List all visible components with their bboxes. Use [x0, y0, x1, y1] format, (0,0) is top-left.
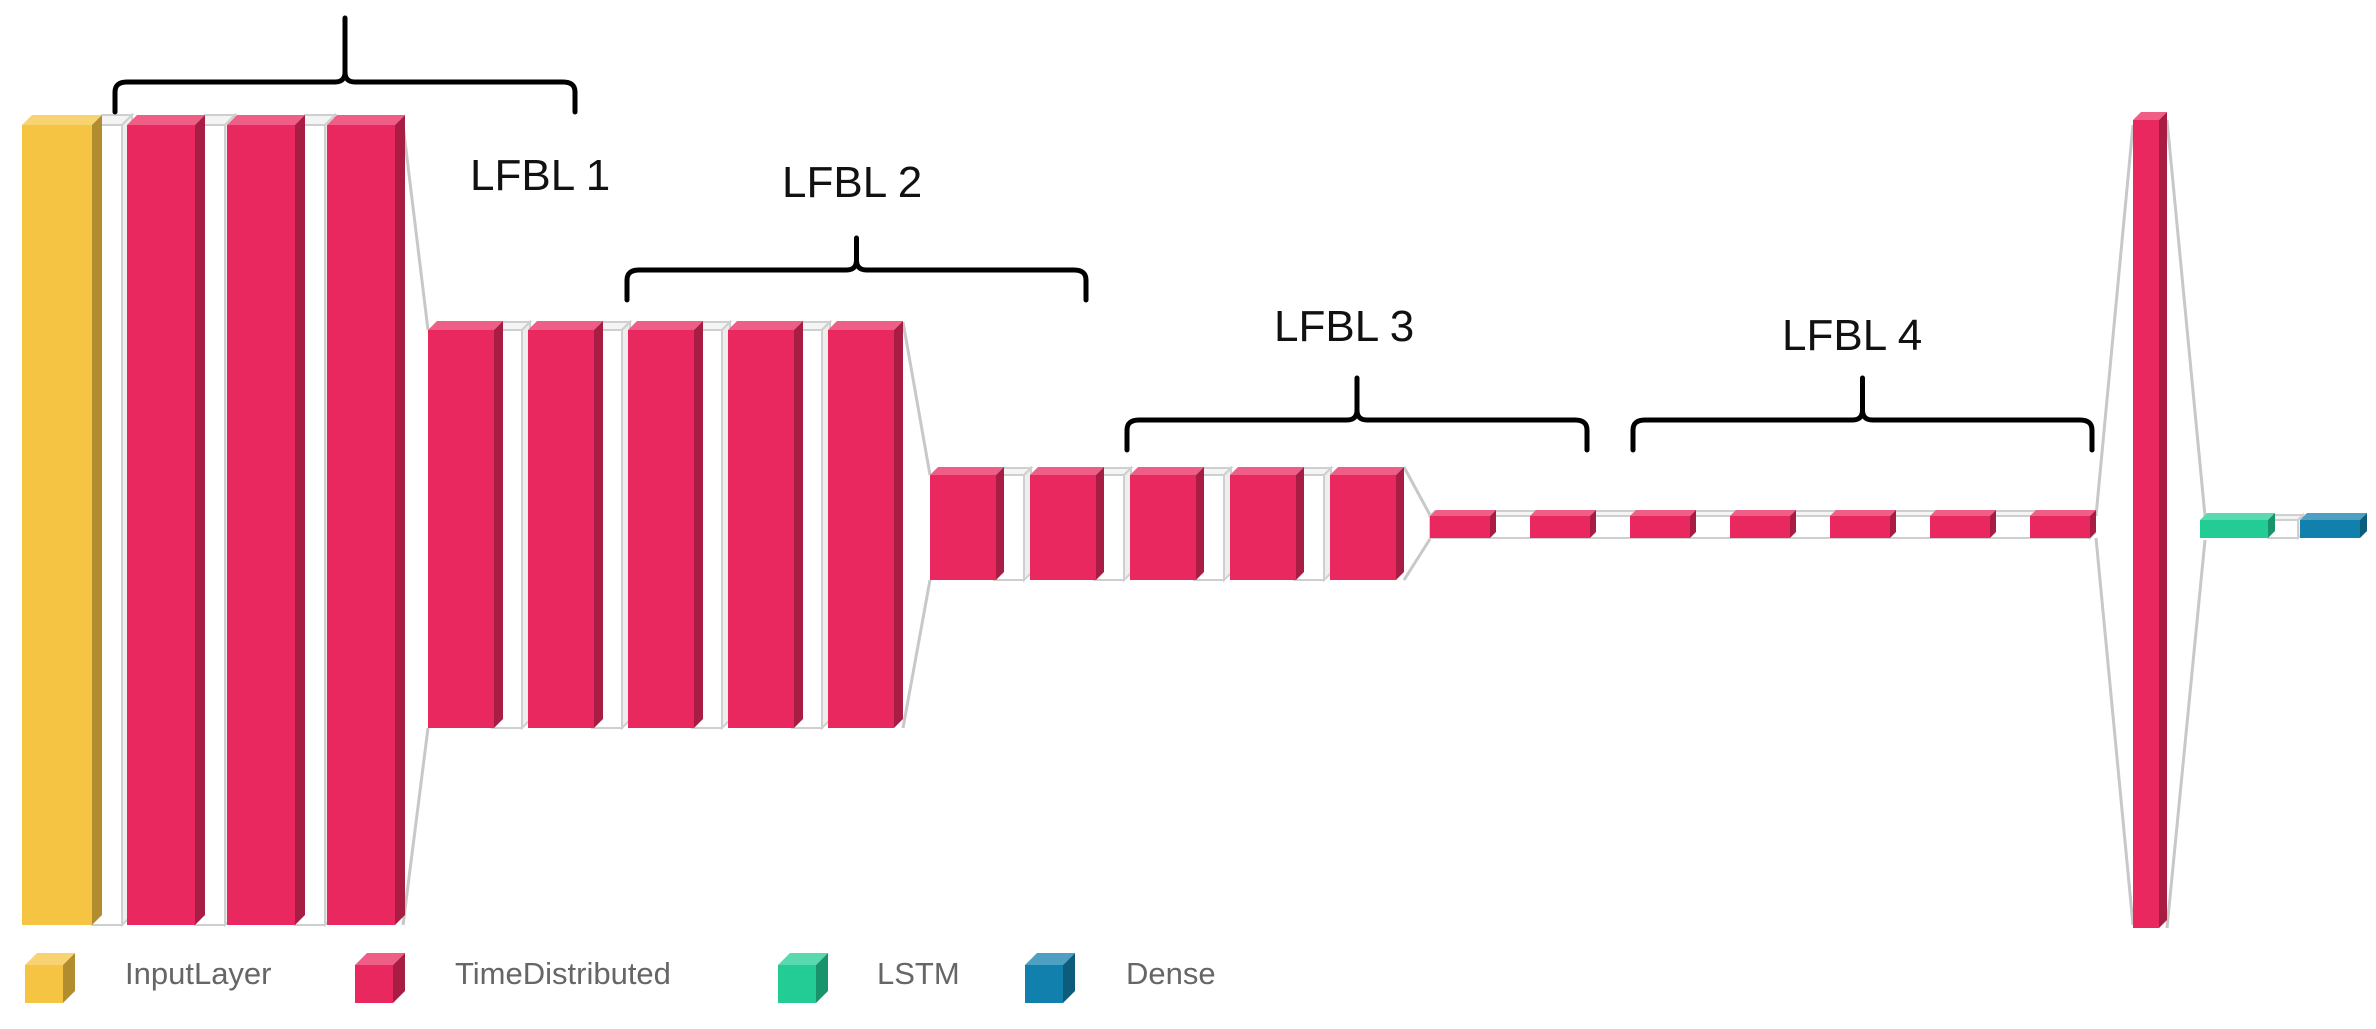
stage1-block-1 — [127, 115, 205, 925]
legend-label-timedistributed: TimeDistributed — [455, 956, 671, 991]
stage3-block-2 — [1030, 467, 1104, 580]
legend-swatch-dense — [1025, 953, 1075, 1003]
stage2-block-5 — [828, 321, 903, 728]
group-label-lfbl-2: LFBL 2 — [782, 158, 922, 207]
stage4-block-6 — [1930, 510, 1996, 538]
bracket-block-2 — [624, 235, 1089, 303]
group-label-lfbl-4: LFBL 4 — [1782, 311, 1922, 360]
bracket-block-4 — [1630, 375, 2095, 453]
legend-swatch-timedistributed — [355, 953, 405, 1003]
dense-layer-block — [2300, 513, 2367, 538]
flatten-layer-block — [2133, 112, 2167, 928]
stage3-block-3 — [1130, 467, 1204, 580]
stage2-block-3 — [628, 321, 703, 728]
stage4-block-4 — [1730, 510, 1796, 538]
stage2-to-stage3-bottom-connector — [901, 579, 932, 729]
legend-label-inputlayer: InputLayer — [125, 956, 272, 991]
stage4-to-flatten-bottom-connector — [2094, 537, 2135, 926]
stage2-block-2 — [528, 321, 603, 728]
stage4-block-1 — [1430, 510, 1496, 538]
stage4-block-7 — [2030, 510, 2096, 538]
stage1-block-3 — [327, 115, 405, 925]
legend-swatch-lstm — [778, 953, 828, 1003]
legend-label-lstm: LSTM — [877, 956, 960, 991]
stage4-block-3 — [1630, 510, 1696, 538]
stage2-block-1 — [428, 321, 503, 728]
layer-blocks — [22, 112, 2367, 928]
bracket-block-1 — [112, 15, 578, 115]
stage4-to-flatten-top-connector — [2094, 124, 2135, 517]
legend-label-dense: Dense — [1126, 956, 1216, 991]
stage3-block-4 — [1230, 467, 1304, 580]
spacer-slab — [2265, 512, 2306, 541]
flatten-to-lstm-bottom-connector — [2165, 539, 2207, 929]
legend-swatch-inputlayer — [25, 953, 75, 1003]
legend: InputLayer TimeDistributed LSTM Dense — [25, 953, 1216, 1003]
input-layer-block — [22, 115, 102, 925]
stage4-block-5 — [1830, 510, 1896, 538]
layer-connectors — [401, 119, 2207, 929]
stage1-to-stage2-bottom-connector — [401, 727, 430, 926]
bracket-block-3 — [1124, 375, 1590, 453]
stage1-block-2 — [227, 115, 305, 925]
stage3-to-stage4-bottom-connector — [1402, 538, 1432, 581]
group-label-lfbl-3: LFBL 3 — [1274, 302, 1414, 351]
stage3-block-1 — [930, 467, 1004, 580]
stage2-block-4 — [728, 321, 803, 728]
stage4-block-2 — [1530, 510, 1596, 538]
stage3-block-5 — [1330, 467, 1404, 580]
flatten-to-lstm-top-connector — [2165, 119, 2207, 517]
group-brackets — [112, 15, 2095, 453]
stage3-to-stage4-top-connector — [1402, 466, 1432, 516]
group-label-lfbl-1: LFBL 1 — [470, 151, 610, 200]
stage1-to-stage2-top-connector — [401, 124, 430, 331]
stage2-to-stage3-top-connector — [901, 321, 932, 476]
lstm-layer-block — [2200, 513, 2275, 538]
